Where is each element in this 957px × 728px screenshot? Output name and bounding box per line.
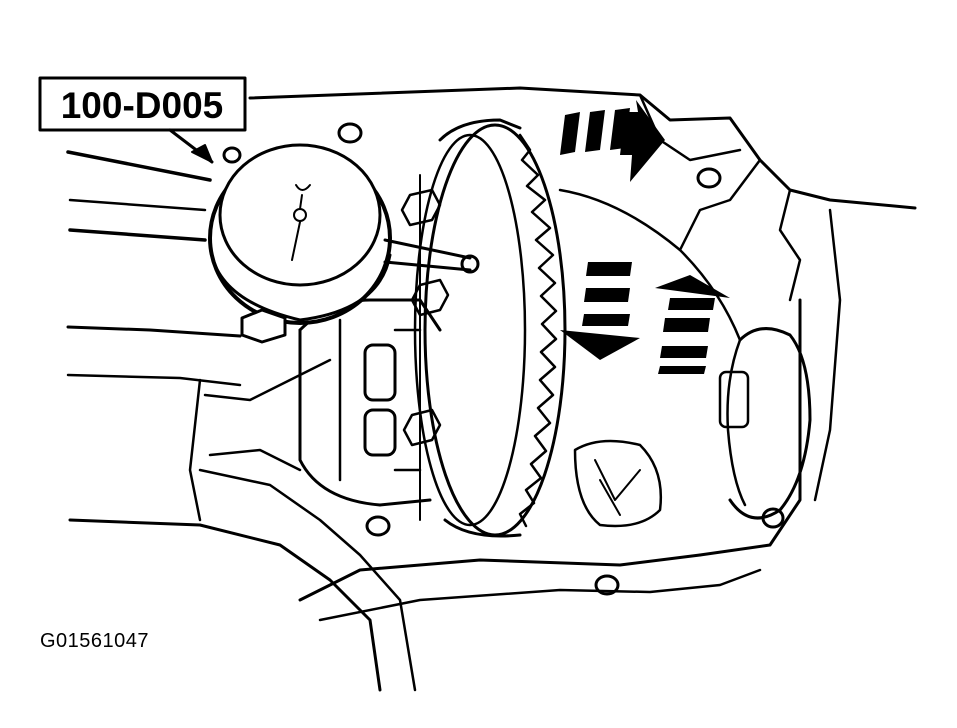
ring-gear-icon	[400, 118, 567, 538]
ring-gear-bolt	[400, 188, 442, 227]
housing-bolt-hole	[337, 122, 363, 144]
movement-arrow-icon	[655, 275, 730, 374]
tool-number-label: 100-D005	[61, 85, 224, 126]
bearing-cap	[558, 188, 812, 528]
ring-gear-bolt	[410, 278, 450, 317]
housing-bolt-hole	[365, 515, 391, 537]
movement-arrow-icon	[560, 100, 665, 182]
housing-bolt-hole	[594, 574, 620, 596]
movement-arrow-icon	[560, 262, 640, 360]
dial-indicator-icon	[66, 143, 480, 344]
figure-id-label: G01561047	[40, 630, 150, 652]
axle-housing	[66, 86, 917, 692]
housing-bolt-hole	[222, 146, 242, 164]
ring-gear-bolt	[402, 408, 442, 447]
housing-bolt-hole	[696, 167, 722, 189]
tool-callout	[38, 76, 247, 164]
